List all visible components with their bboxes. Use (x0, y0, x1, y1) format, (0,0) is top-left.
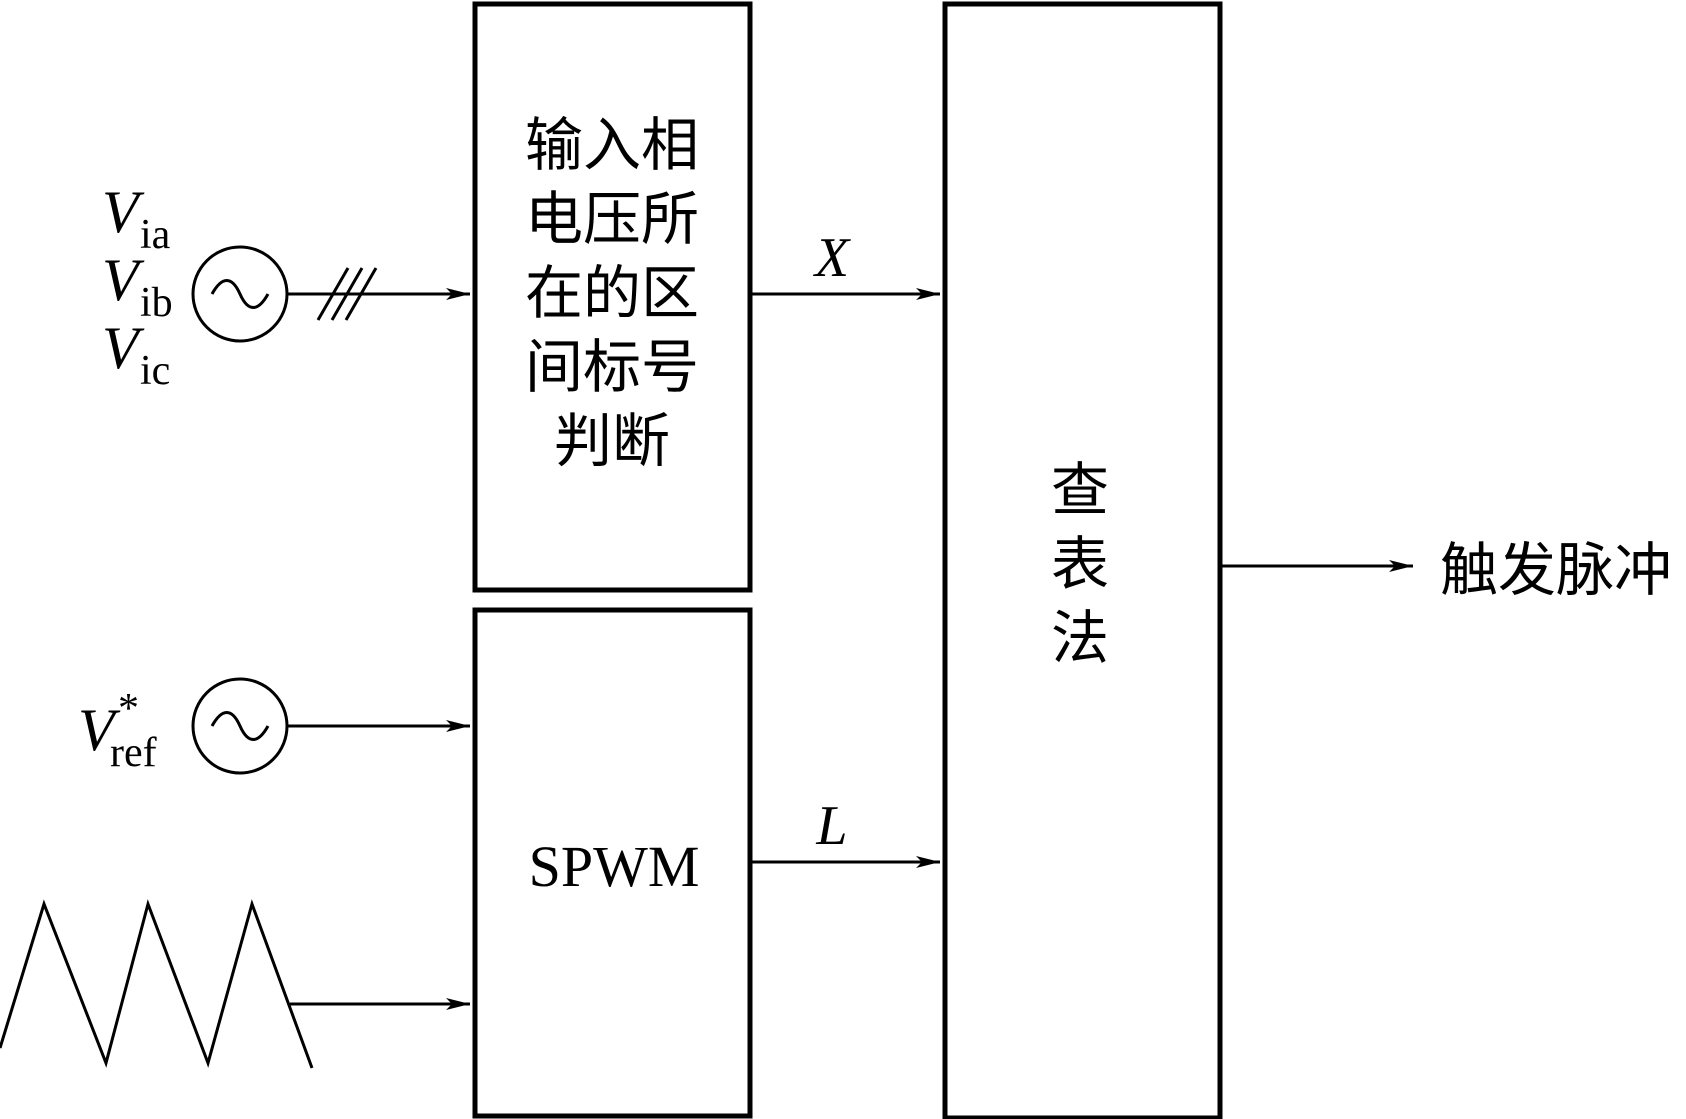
l-signal-label: L (815, 795, 847, 857)
x-signal-label: X (813, 227, 852, 289)
lookup-line-1: 查 (1051, 456, 1109, 524)
vic-v: V (102, 315, 145, 381)
sector-judgment-block (472, 1, 753, 593)
vref-sub: ref (110, 730, 157, 776)
via-v: V (102, 179, 145, 245)
ac-source-icon (191, 245, 289, 343)
vref-label: V ref * (78, 686, 157, 776)
spwm-block (472, 607, 753, 1119)
input-voltage-labels: V ia V ib V ic (102, 179, 173, 394)
trigger-pulse-label: 触发脉冲 (1440, 536, 1672, 604)
three-phase-mark-icon (316, 267, 378, 321)
spwm-label: SPWM (529, 834, 700, 899)
vref-sup: * (118, 686, 139, 732)
triangle-carrier-icon (0, 899, 314, 1069)
sector-line-3: 在的区 (525, 259, 699, 327)
vic-sub: ic (140, 348, 170, 394)
vib-v: V (102, 247, 145, 313)
sector-line-5: 判断 (554, 407, 670, 475)
lookup-table-text: 查 表 法 (1051, 456, 1109, 672)
vib-sub: ib (140, 280, 173, 326)
lookup-table-block (942, 1, 1223, 1119)
sector-line-2: 电压所 (525, 185, 699, 253)
sector-line-4: 间标号 (525, 333, 699, 401)
ac-source-ref-icon (191, 677, 289, 775)
sector-judgment-text: 输入相 电压所 在的区 间标号 判断 (525, 111, 699, 475)
sector-line-1: 输入相 (525, 111, 699, 179)
vref-v: V (78, 697, 121, 763)
via-sub: ia (140, 212, 171, 258)
lookup-line-2: 表 (1051, 530, 1109, 598)
lookup-line-3: 法 (1051, 604, 1109, 672)
